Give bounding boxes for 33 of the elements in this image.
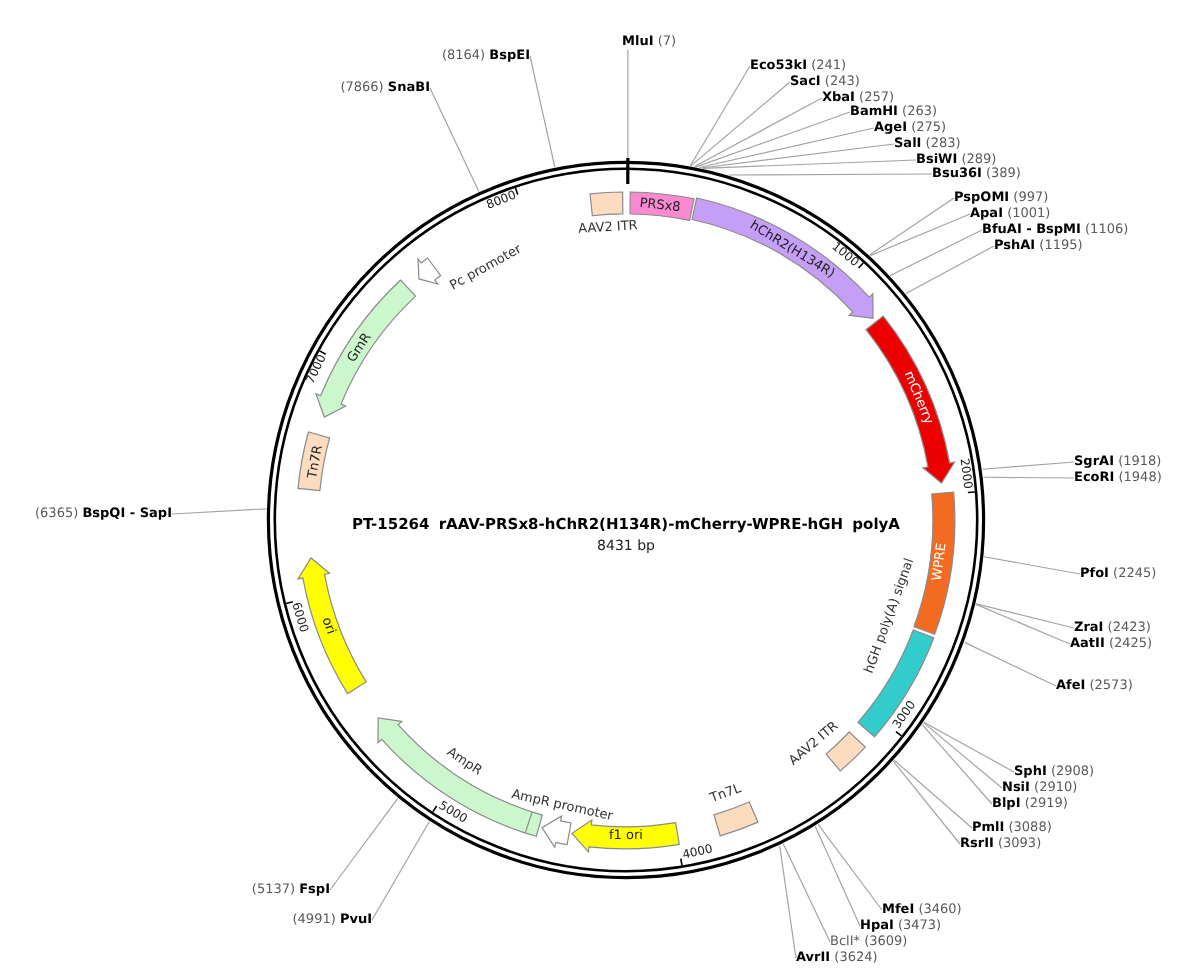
leader-line bbox=[171, 508, 267, 515]
leader-line bbox=[982, 476, 1075, 479]
leader-line bbox=[627, 48, 629, 161]
leader-line bbox=[922, 722, 1003, 789]
leader-line bbox=[983, 556, 1081, 575]
leader-line bbox=[921, 724, 993, 805]
leader-line bbox=[698, 127, 875, 169]
leader-line bbox=[868, 197, 955, 256]
leader-line bbox=[814, 825, 861, 927]
leader-line bbox=[529, 55, 556, 168]
leader-line bbox=[975, 603, 1075, 629]
leader-line bbox=[690, 81, 791, 167]
leader-line bbox=[371, 820, 430, 921]
leader-line bbox=[702, 159, 917, 169]
leader-line bbox=[975, 603, 1071, 645]
leader-line bbox=[700, 143, 895, 169]
leader-line bbox=[889, 229, 983, 277]
leader-line bbox=[693, 97, 823, 168]
leader-line bbox=[695, 111, 851, 168]
leader-line bbox=[963, 641, 1057, 687]
leader-line bbox=[689, 65, 751, 167]
leader-line bbox=[981, 461, 1075, 470]
leader-line bbox=[893, 759, 973, 829]
leader-line bbox=[869, 213, 971, 257]
leader-line bbox=[779, 845, 797, 959]
leader-line bbox=[892, 760, 961, 845]
leader-line bbox=[923, 721, 1015, 773]
leader-line bbox=[329, 797, 399, 891]
leader-line bbox=[429, 87, 480, 193]
leader-line bbox=[905, 245, 995, 295]
leader-line bbox=[728, 173, 933, 176]
leader-line bbox=[782, 843, 831, 943]
leader-line bbox=[817, 823, 883, 911]
